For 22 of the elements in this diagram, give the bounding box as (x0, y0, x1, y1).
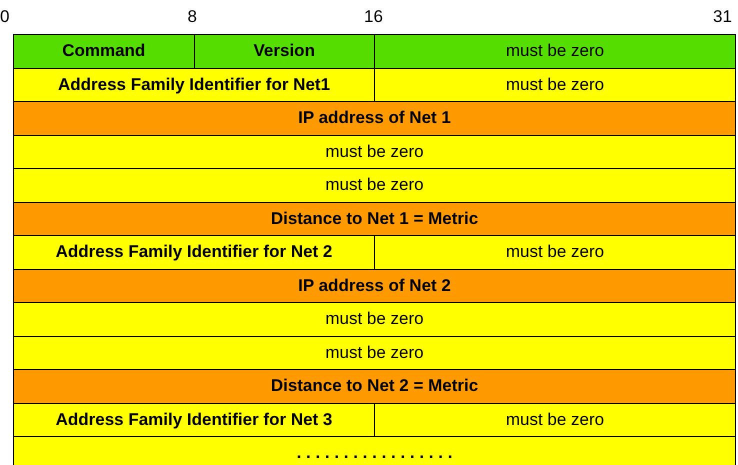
packet-field: must be zero (374, 235, 736, 270)
packet-field: Command (13, 34, 194, 68)
bit-position-label: 31 (713, 7, 732, 27)
packet-field: Address Family Identifier for Net 3 (13, 402, 375, 437)
packet-field: must be zero (13, 336, 736, 370)
packet-field: must be zero (374, 68, 736, 102)
packet-field: . . . . . . . . . . . . . . . . . (13, 436, 736, 465)
packet-field: must be zero (13, 302, 736, 336)
packet-field: Distance to Net 2 = Metric (13, 369, 736, 404)
bit-position-label: 16 (364, 7, 383, 27)
packet-field: must be zero (374, 34, 736, 68)
packet-field: Distance to Net 1 = Metric (13, 202, 736, 236)
packet-field: must be zero (374, 402, 736, 437)
packet-field: Address Family Identifier for Net 2 (13, 235, 375, 270)
packet-field: Version (194, 34, 375, 68)
bit-position-label: 8 (188, 7, 197, 27)
packet-field: IP address of Net 1 (13, 101, 736, 136)
bit-position-label: 0 (0, 7, 10, 27)
packet-field: Address Family Identifier for Net1 (13, 68, 375, 102)
packet-field: must be zero (13, 168, 736, 202)
packet-field: IP address of Net 2 (13, 268, 736, 303)
packet-field: must be zero (13, 134, 736, 169)
